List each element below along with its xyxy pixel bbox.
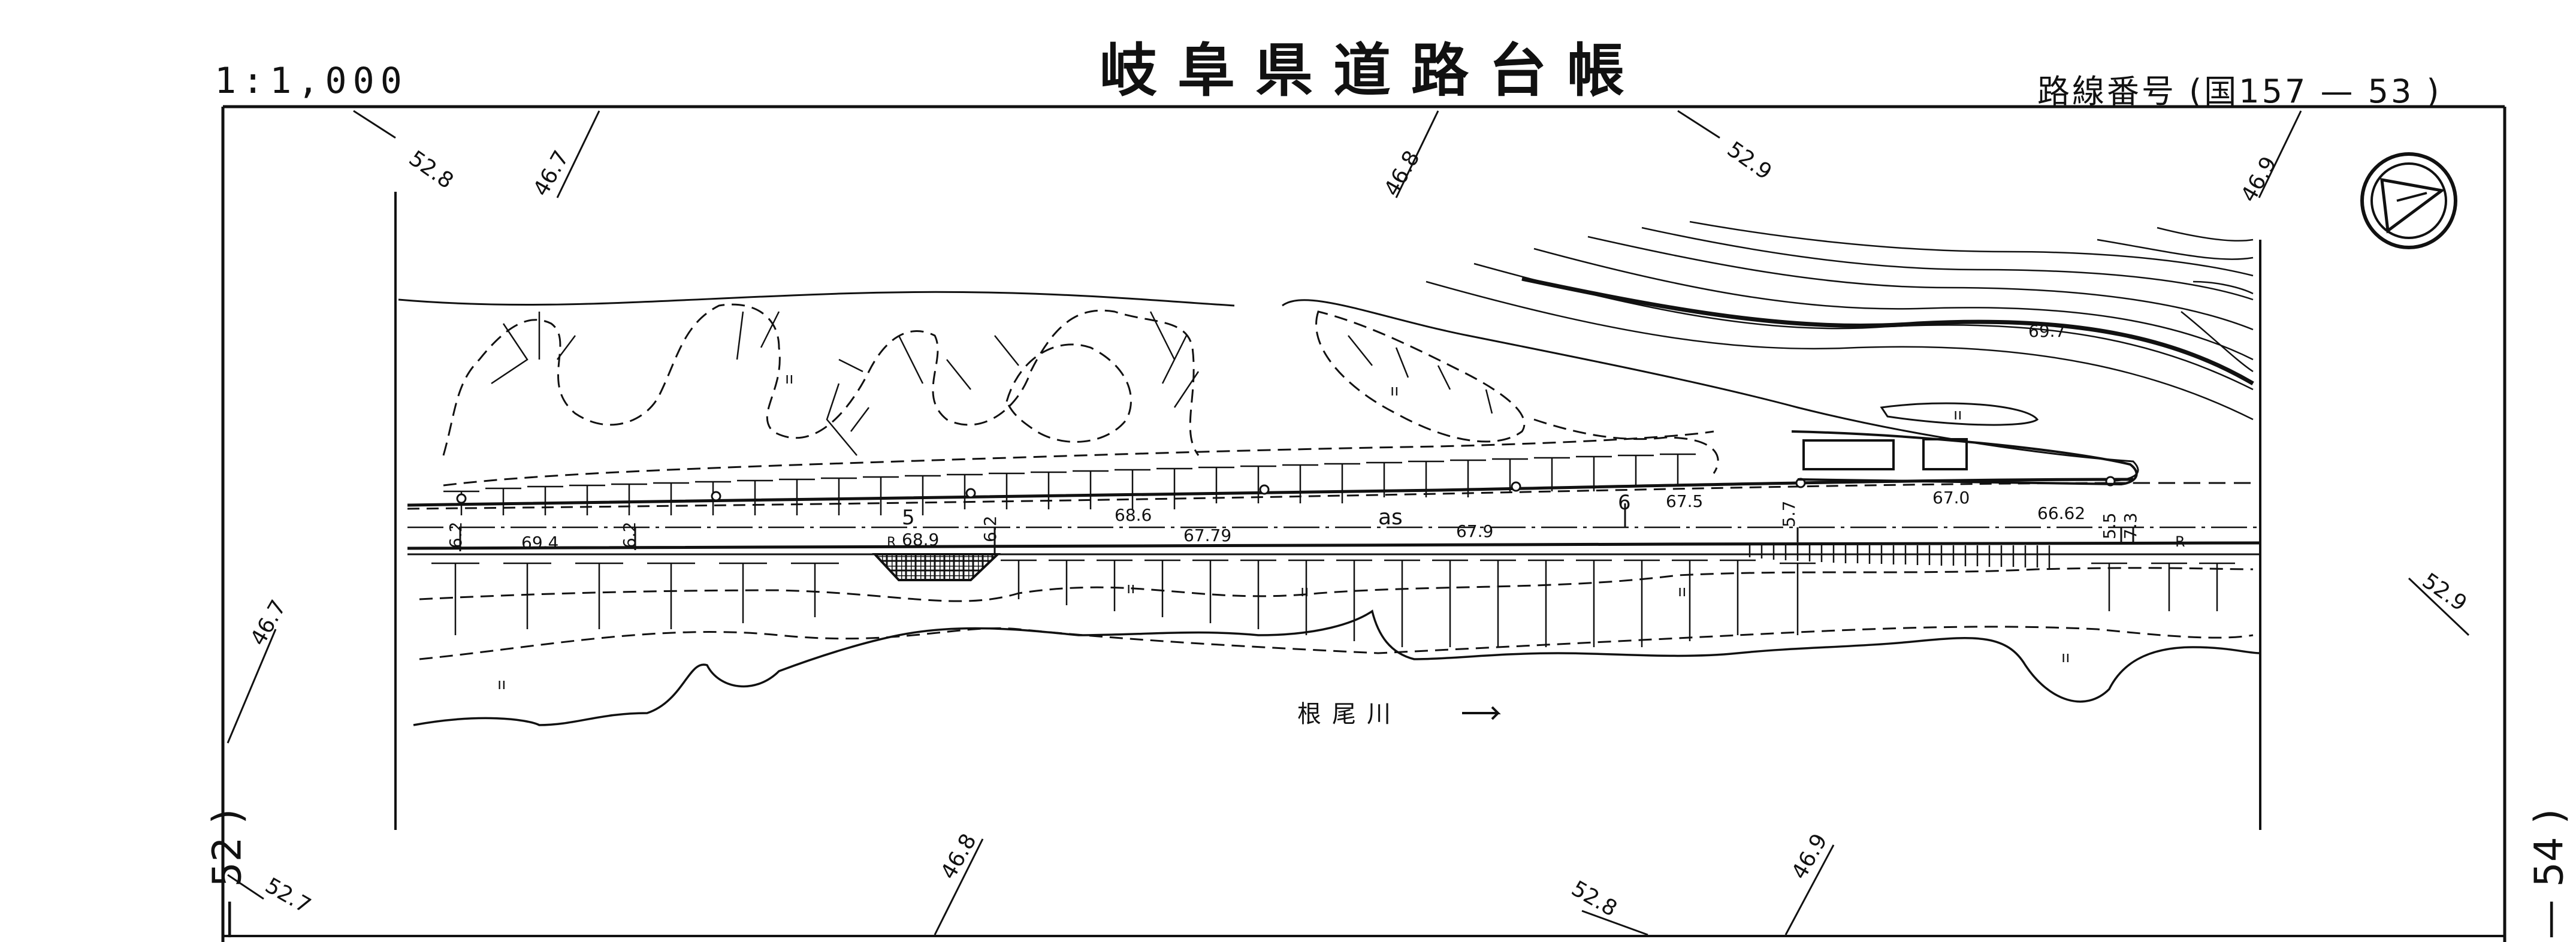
- road-marker: R: [2175, 533, 2185, 550]
- map-scale: 1:1,000: [215, 60, 408, 102]
- pond-outline: [1880, 402, 2039, 426]
- grid-label: 46.9: [1787, 830, 1832, 884]
- width-label: 7.3: [2121, 512, 2140, 539]
- road-ticks: [459, 503, 2134, 554]
- width-label: 6.2: [446, 521, 466, 548]
- grid-label: 52.8: [404, 146, 458, 194]
- map-title: 岐阜県道路台帳: [1100, 37, 1645, 104]
- grass-symbol: ıı: [2061, 648, 2070, 666]
- width-label: 6.2: [620, 521, 639, 548]
- grid-label: 52.7: [261, 873, 315, 919]
- grass-symbol: ıı: [497, 675, 506, 693]
- grid-label: 46.9: [2236, 153, 2282, 207]
- width-label: 5.5: [2100, 512, 2119, 539]
- grid-ticks: [227, 110, 2470, 936]
- lower-slope-boundary: [419, 567, 2254, 660]
- terrace-outlines: [398, 291, 2139, 482]
- contour-lines: [1426, 221, 2254, 421]
- grid-label: 46.7: [246, 596, 291, 650]
- elevation-label: 67.79: [1183, 526, 1231, 545]
- elevation-label: 69.4: [521, 533, 558, 552]
- slope-hachures-upper: [443, 311, 1696, 515]
- section-boundaries: [394, 192, 2261, 830]
- road-marker: as: [1378, 505, 1403, 530]
- slope-boundaries: [442, 303, 1719, 487]
- road-edges: [407, 478, 2261, 555]
- building-outlines: [1791, 430, 2138, 486]
- grass-symbol: ıı: [1953, 406, 1962, 424]
- guardrail-ticks: [1748, 545, 2050, 568]
- elevation-label: 68.6: [1115, 505, 1152, 525]
- north-arrow-icon: [2360, 152, 2457, 249]
- map-frame: [221, 105, 2506, 942]
- elevation-label: 67.9: [1456, 521, 1493, 541]
- culvert-hatched: [872, 553, 1001, 581]
- river-name: 根尾川: [1297, 701, 1402, 728]
- elevation-label: 67.5: [1666, 491, 1703, 511]
- elevation-label: 67.0: [1932, 488, 1970, 508]
- grid-label: 52.9: [2418, 569, 2471, 617]
- road-marker: R: [887, 535, 896, 550]
- station-number: 5: [902, 506, 915, 530]
- grass-symbol: ıı: [1300, 582, 1309, 600]
- grass-symbol: ıı: [1127, 579, 1135, 597]
- flow-arrow-icon: [1462, 706, 1501, 720]
- index-contour: [1521, 276, 2254, 386]
- width-label: 5.7: [1779, 500, 1799, 527]
- slope-hachures-lower: [431, 559, 2235, 647]
- grid-label: 52.9: [1723, 137, 1776, 185]
- elevation-label: 68.9: [902, 530, 939, 550]
- grid-label: 46.8: [1379, 147, 1425, 201]
- station-number: 6: [1618, 491, 1631, 515]
- grass-symbol: ıı: [785, 370, 793, 388]
- grass-symbol: ıı: [1678, 582, 1686, 600]
- road-annotations: 5 6 69.4 68.9 68.6 67.79 67.9 67.5 67.0 …: [446, 321, 2185, 552]
- elevation-label: 66.62: [2037, 503, 2085, 523]
- grid-label: 46.7: [529, 147, 574, 201]
- river-bank: [413, 609, 2261, 726]
- grass-symbol: ıı: [1390, 382, 1399, 400]
- width-label: 6.2: [980, 515, 1000, 542]
- grass-symbols: ıı ıı ıı ıı ıı ıı ıı ıı: [497, 370, 2070, 693]
- route-number: 路線番号 (国157 — 53 ): [2037, 73, 2442, 110]
- elevation-label: 69.7: [2028, 321, 2065, 341]
